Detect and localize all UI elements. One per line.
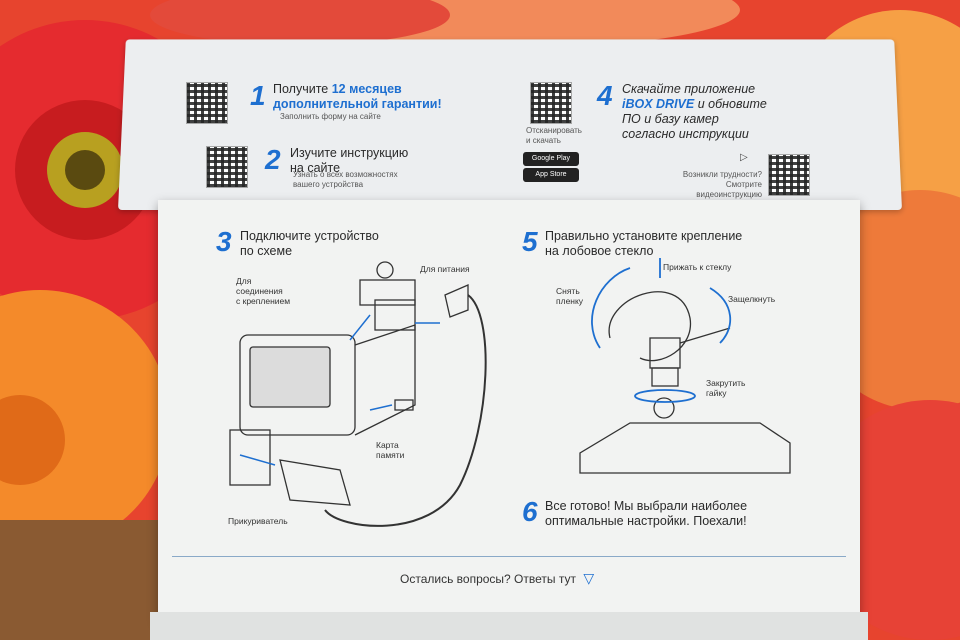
car-charger — [279, 459, 351, 506]
step-2-note: Узнать о всех возможностях вашего устрой… — [293, 170, 398, 189]
mount-clip — [359, 279, 416, 306]
dashcam-bracket — [579, 422, 791, 474]
dashcam-side — [354, 324, 416, 436]
screw-arrow — [634, 389, 696, 403]
step-1-note: Заполнить форму на сайте — [280, 112, 381, 121]
step-3-text: Подключите устройство по схеме — [240, 229, 379, 258]
qr-code-app[interactable] — [530, 82, 572, 124]
play-icon: ▷ — [740, 152, 748, 163]
dashcam-screen — [249, 346, 331, 408]
suction-cup — [608, 291, 692, 362]
lighter-arrow — [239, 454, 276, 466]
table-surface-left — [0, 520, 160, 640]
step-5-text: Правильно установите крепление на лобово… — [545, 229, 743, 258]
dashcam-body — [239, 334, 356, 436]
step-1-text: Получите 12 месяцев дополнительной гаран… — [273, 82, 442, 111]
peel-arrow — [591, 267, 631, 349]
step-1-number: 1 — [250, 80, 266, 111]
footer-questions[interactable]: Остались вопросы? Ответы тут ▽ — [400, 570, 595, 586]
label-memory-card: Карта памяти — [376, 440, 405, 460]
memory-card — [394, 399, 414, 411]
mount-top — [374, 299, 416, 331]
step-3-number: 3 — [216, 226, 232, 257]
snap-arrow — [709, 287, 732, 344]
box-inner-panel — [158, 200, 860, 620]
mount-arrow — [349, 314, 371, 341]
step-2-number: 2 — [265, 144, 281, 175]
label-cigarette-lighter: Прикуриватель — [228, 516, 288, 526]
lighter-socket — [229, 429, 271, 486]
step-6-text: Все готово! Мы выбрали наиболее оптималь… — [545, 499, 748, 528]
label-mount-connection: Для соединения с креплением — [236, 276, 291, 306]
label-screw-nut: Закрутить гайку — [706, 378, 746, 398]
chevron-down-icon: ▽ — [583, 570, 595, 586]
mount-lever — [679, 327, 731, 344]
label-press-glass: Прижать к стеклу — [663, 262, 732, 272]
step-4-number: 4 — [597, 80, 613, 111]
app-store-badge[interactable]: App Store — [523, 168, 579, 182]
footer-divider — [172, 556, 846, 557]
help-note: Возникли трудности? Смотрите видеоинстру… — [682, 170, 762, 199]
mount-nut — [651, 367, 679, 387]
mount-ball-joint — [653, 397, 675, 419]
dashcam-connection-diagram — [229, 261, 487, 527]
left-orange-flower — [0, 290, 170, 550]
qr-scan-note: Отсканировать и скачать — [526, 126, 582, 145]
label-snap: Защелкнуть — [728, 294, 776, 304]
card-arrow — [369, 404, 393, 411]
step-2-text: Изучите инструкцию на сайте — [290, 146, 409, 175]
step-6-number: 6 — [522, 496, 538, 527]
windshield-mount-diagram — [579, 258, 791, 474]
label-power: Для питания — [420, 264, 470, 274]
mount-neck — [649, 337, 681, 369]
qr-code-video[interactable] — [768, 154, 810, 196]
step-4-text: Скачайте приложение iBOX DRIVE и обновит… — [622, 82, 767, 141]
label-peel-film: Снять пленку — [556, 286, 584, 306]
top-flowers — [150, 0, 740, 50]
mount-ball — [376, 261, 394, 279]
power-plug — [444, 284, 469, 318]
step-5-number: 5 — [522, 226, 538, 257]
google-play-badge[interactable]: Google Play — [523, 152, 579, 166]
qr-code-instructions[interactable] — [206, 146, 248, 188]
box-base-edge — [150, 612, 868, 640]
power-cable — [324, 294, 487, 527]
qr-code-warranty[interactable] — [186, 82, 228, 124]
